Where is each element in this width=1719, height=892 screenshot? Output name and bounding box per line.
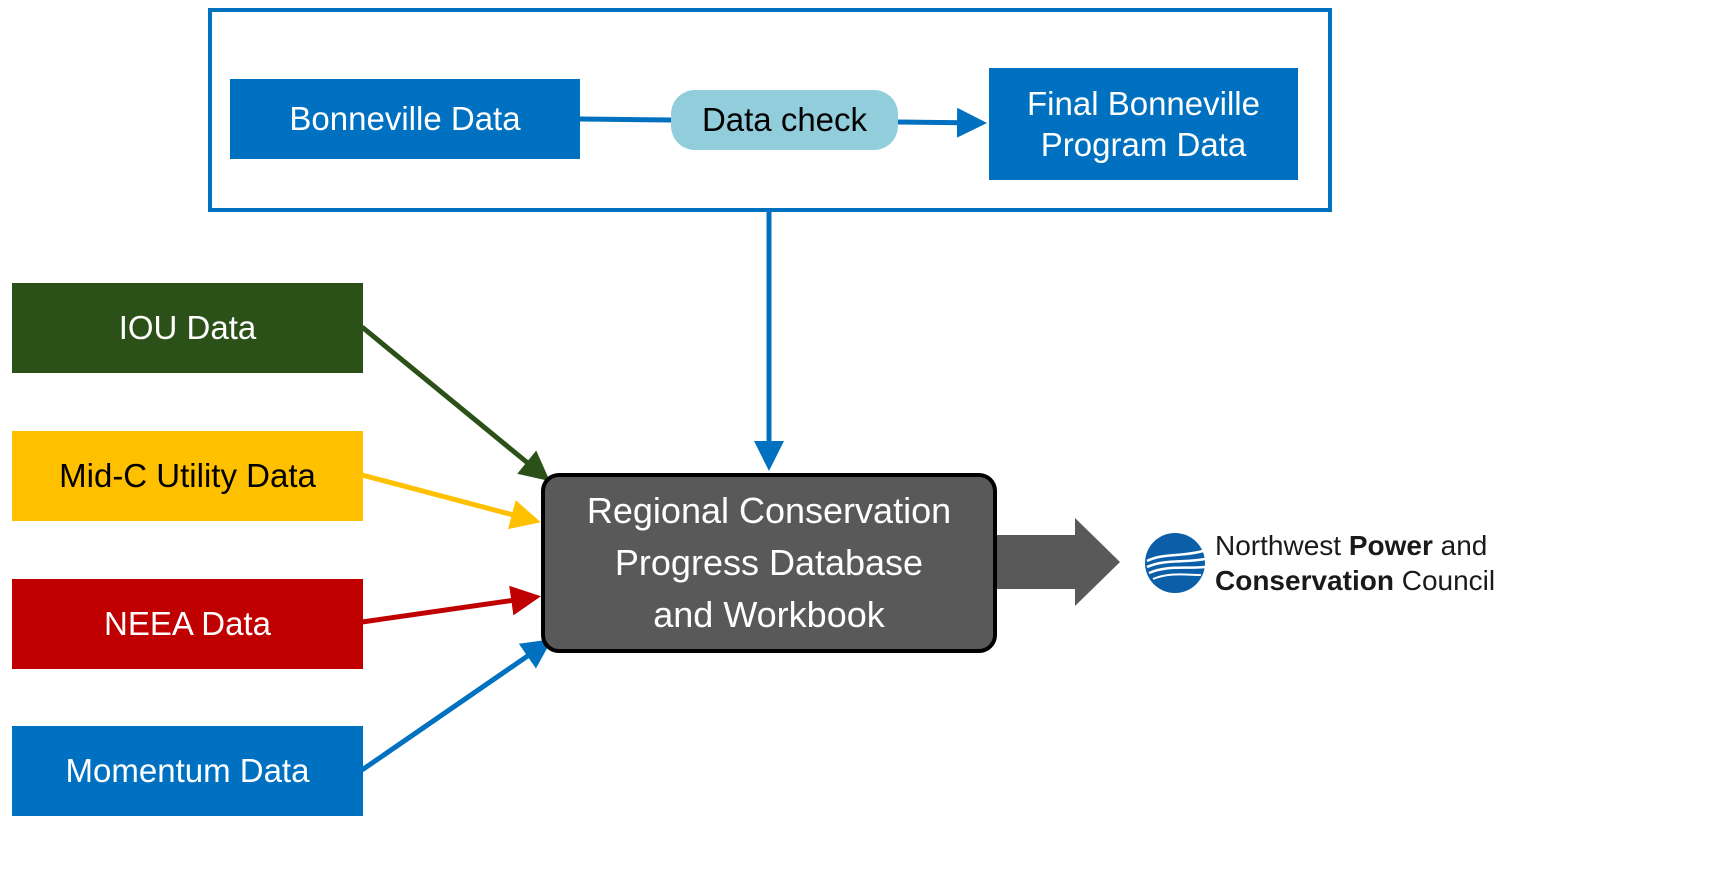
- wordmark-northwest: Northwest: [1215, 530, 1349, 561]
- node-midc-utility-data: Mid-C Utility Data: [12, 431, 363, 521]
- node-central-label-line3: and Workbook: [653, 594, 885, 636]
- nwpcc-wordmark-line1: Northwest Power and: [1215, 528, 1495, 563]
- node-bonneville-data: Bonneville Data: [230, 79, 580, 159]
- node-bonneville-data-label: Bonneville Data: [289, 100, 521, 138]
- node-iou-data-label: IOU Data: [118, 309, 257, 347]
- edge-neea-to-central: [361, 585, 541, 625]
- wordmark-power: Power: [1348, 530, 1433, 561]
- edge-momentum-to-central: [360, 639, 553, 773]
- node-final-bonneville-label-line1: Final Bonneville: [1027, 84, 1260, 122]
- node-midc-utility-data-label: Mid-C Utility Data: [59, 457, 316, 495]
- nwpcc-globe-icon: [1145, 533, 1206, 593]
- node-iou-data: IOU Data: [12, 283, 363, 373]
- edge-midc-to-central: [361, 472, 541, 530]
- node-momentum-data-label: Momentum Data: [65, 752, 310, 790]
- edge-iou-to-central: [360, 325, 550, 482]
- node-central-label-line1: Regional Conservation: [586, 489, 952, 531]
- node-neea-data: NEEA Data: [12, 579, 363, 669]
- node-central-label-line2: Progress Database: [614, 541, 924, 583]
- bonneville-process-frame: [208, 8, 1332, 212]
- wordmark-council: Council: [1393, 565, 1496, 596]
- nwpcc-logo: Northwest Power and Conservation Council: [1143, 528, 1583, 598]
- nwpcc-wordmark: Northwest Power and Conservation Council: [1215, 528, 1495, 598]
- node-neea-data-label: NEEA Data: [104, 605, 271, 643]
- node-data-check: Data check: [671, 90, 898, 150]
- edge-bonneville-to-datacheck: [579, 116, 673, 123]
- node-final-bonneville-label-line2: Program Data: [1040, 126, 1247, 163]
- node-data-check-label: Data check: [701, 101, 868, 139]
- node-regional-conservation-database: Regional Conservation Progress Database …: [541, 473, 997, 653]
- wordmark-and: and: [1432, 530, 1488, 561]
- nwpcc-wordmark-line2: Conservation Council: [1215, 563, 1495, 598]
- node-final-bonneville-program-data: Final Bonneville Program Data: [989, 68, 1298, 180]
- edge-datacheck-to-final: [897, 107, 987, 138]
- output-arrow: [997, 518, 1120, 606]
- node-momentum-data: Momentum Data: [12, 726, 363, 816]
- wordmark-conservation: Conservation: [1215, 565, 1394, 596]
